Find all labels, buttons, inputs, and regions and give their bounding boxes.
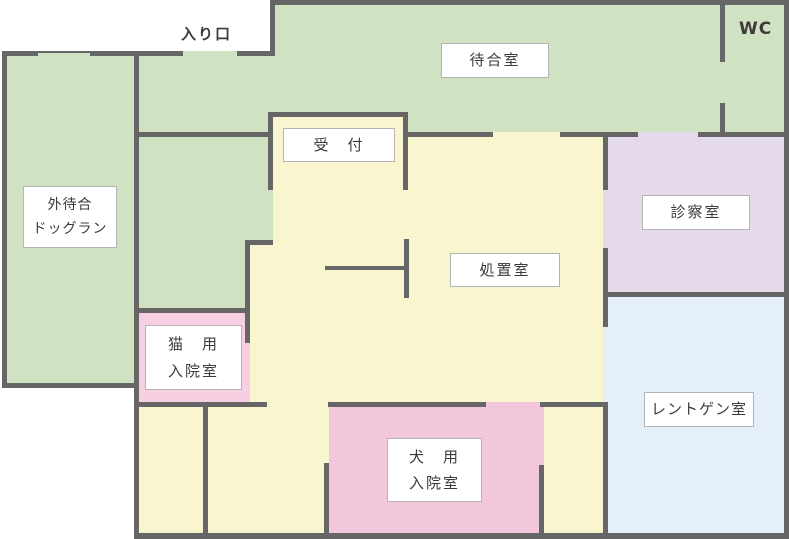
wall-entrance-right-stub [237, 51, 275, 56]
room-label-treatment-text: 処置室 [479, 260, 531, 279]
room-label-outdoor-line2: ドッグラン [32, 221, 108, 237]
room-exam-door-fill-left [603, 190, 608, 248]
wall-bottom-section-a [134, 402, 267, 407]
wall-outdoor-bottom [2, 383, 139, 388]
wall-waiting-bottom-a [407, 132, 493, 137]
wall-top-left-a [2, 51, 38, 56]
room-label-exam: 診察室 [642, 195, 750, 230]
room-label-exam-text: 診察室 [670, 203, 722, 222]
room-xray-door-fill [603, 327, 608, 402]
wall-corridor-divider [134, 132, 273, 137]
wall-wc-left-a [720, 3, 725, 62]
room-label-xray-text: レントゲン室 [650, 400, 747, 419]
room-label-dog-ward: 犬 用 入院室 [387, 438, 482, 502]
wall-xray-left [603, 402, 608, 533]
wall-corridor-l-horizontal [245, 240, 273, 245]
wall-exam-bottom [603, 292, 789, 297]
wall-top-left-b [90, 51, 183, 56]
room-label-waiting: 待合室 [441, 43, 549, 78]
wall-reception-right [403, 112, 408, 190]
wall-left-main [134, 55, 139, 533]
wall-right [784, 0, 789, 539]
room-label-xray: レントゲン室 [644, 392, 754, 427]
wall-bottom-divider-1 [203, 407, 208, 533]
wall-wc-left-b [720, 103, 725, 137]
wall-waiting-bottom-b [560, 132, 638, 137]
room-label-cat-ward: 猫 用 入院室 [145, 325, 242, 390]
wall-exam-left-b [603, 248, 608, 327]
wall-top-connector [270, 0, 275, 56]
wall-counter-horizontal [325, 266, 409, 270]
wall-cat-ward-top [134, 308, 250, 313]
room-label-outdoor: 外待合 ドッグラン [23, 186, 117, 248]
room-label-cat-ward-line2: 入院室 [167, 361, 219, 380]
room-label-dog-ward-line1: 犬 用 [408, 447, 460, 466]
room-exam-door-fill-top [638, 132, 698, 137]
wc-label: WC [739, 19, 773, 39]
treatment-door-fill [493, 132, 560, 137]
corridor-fill [134, 245, 250, 313]
room-label-waiting-text: 待合室 [469, 51, 521, 70]
wall-exam-left-a [603, 137, 608, 190]
wall-dog-ward-left [324, 463, 329, 533]
wall-reception-left [268, 112, 273, 190]
wall-dog-ward-right [539, 465, 544, 533]
wall-bottom [134, 533, 789, 539]
wall-bottom-section-b [328, 402, 486, 407]
window-top-left [38, 51, 90, 53]
room-label-reception-text: 受 付 [313, 135, 365, 154]
room-label-outdoor-line1: 外待合 [47, 196, 93, 213]
wall-left [2, 51, 7, 388]
wall-corridor-l-vertical [245, 240, 250, 343]
room-label-cat-ward-line1: 猫 用 [167, 335, 219, 354]
room-label-treatment: 処置室 [450, 253, 560, 287]
entrance-label: 入り口 [181, 25, 233, 43]
wall-reception-top [268, 112, 408, 117]
entrance-hall-fill [134, 51, 275, 245]
room-label-dog-ward-line2: 入院室 [408, 474, 460, 492]
room-label-reception: 受 付 [283, 128, 395, 162]
wall-bottom-section-c [540, 402, 608, 407]
wall-top [270, 0, 789, 5]
wall-waiting-bottom-c [698, 132, 789, 137]
